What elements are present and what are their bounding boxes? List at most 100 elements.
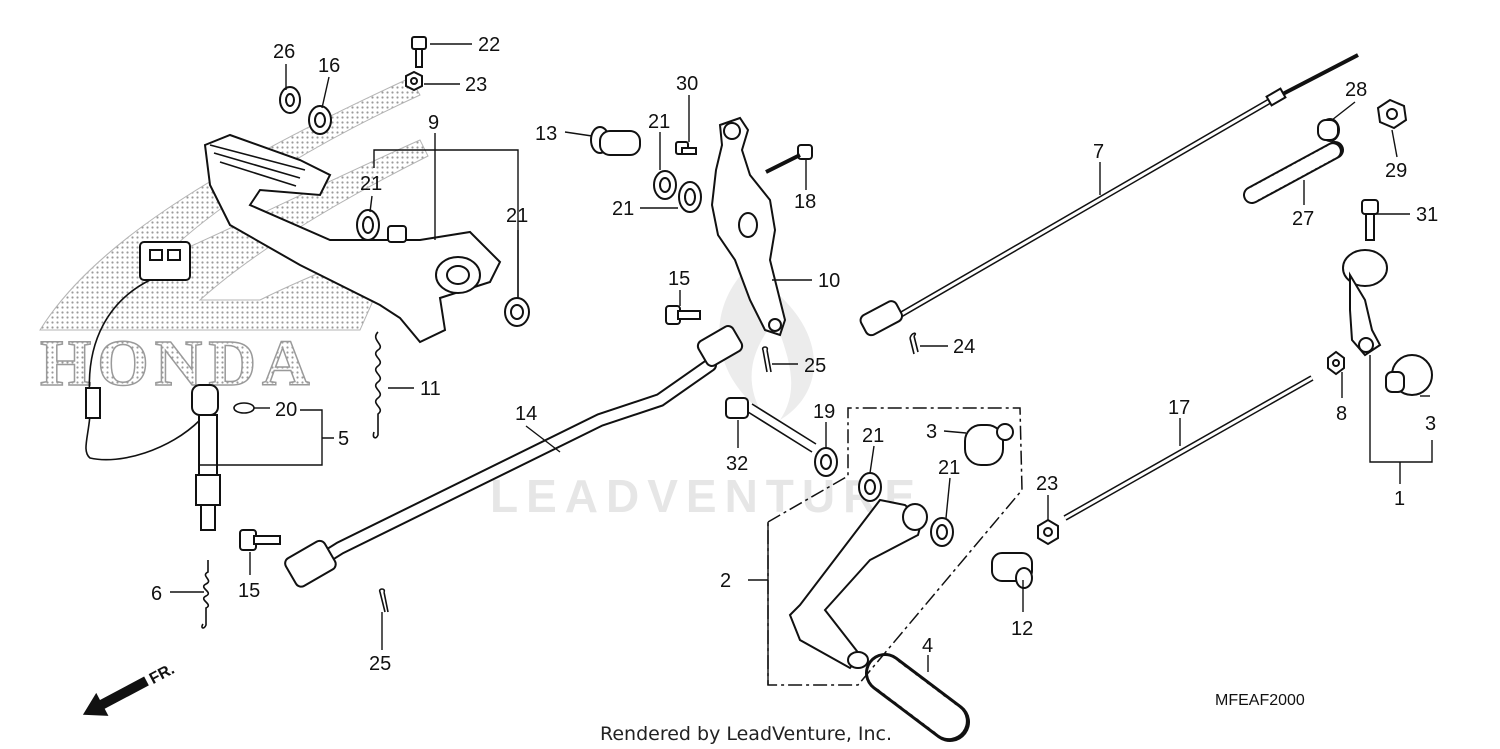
callout-14: 14 [515,403,537,425]
spring-11 [372,331,382,439]
cotter-pin-25-lower [378,588,389,613]
callout-25-lower: 25 [369,653,391,675]
callout-17: 17 [1168,397,1190,419]
rendered-by-footer: Rendered by LeadVenture, Inc. [600,723,892,745]
shift-pedal-2 [788,498,928,670]
bracket-2 [748,522,769,685]
callout-8: 8 [1336,403,1347,425]
bolt-32 [725,397,817,453]
brake-switch-5 [191,384,221,531]
cotter-pin-25-upper [761,346,772,373]
bolt-30 [675,141,697,155]
callout-21-mid-a: 21 [648,111,670,133]
cotter-pin-24 [909,332,919,355]
callout-labels: 26 16 22 23 9 21 21 30 13 21 21 18 7 28 … [151,34,1438,675]
washer-26 [279,86,301,114]
shift-rod-7 [859,53,1359,337]
callout-28: 28 [1345,79,1367,101]
washer-16 [308,105,332,135]
leadventure-watermark: LEADVENTURE [490,470,923,522]
callout-21-low-a: 21 [862,425,884,447]
callout-23-lower: 23 [1036,473,1058,495]
callout-12: 12 [1011,618,1033,640]
brake-pedal-arm [203,133,502,344]
spring-27 [1243,141,1344,204]
front-direction-arrow-icon: FR. [82,661,178,716]
callout-13: 13 [535,123,557,145]
callout-9: 9 [428,112,439,134]
washer-21-mid-b [678,181,702,213]
callout-2: 2 [720,570,731,592]
pin-15-upper [665,305,701,325]
callout-18: 18 [794,191,816,213]
washer-21-low-b [930,517,954,547]
callout-32: 32 [726,453,748,475]
callout-25-upper: 25 [804,355,826,377]
callout-7: 7 [1093,141,1104,163]
callout-23-top: 23 [465,74,487,96]
callout-1: 1 [1394,488,1405,510]
callout-21-right: 21 [506,205,528,227]
bracket-9 [373,133,519,298]
callout-15-upper: 15 [668,268,690,290]
tie-rod-17 [1063,375,1314,521]
callout-29: 29 [1385,160,1407,182]
leader-lines [170,43,1430,672]
callout-11: 11 [420,378,441,400]
callout-3-right: 3 [1425,413,1436,435]
callout-30: 30 [676,73,698,95]
callout-16: 16 [318,55,340,77]
bolt-18 [765,144,813,174]
footpeg-rubber-4 [865,653,970,742]
pivot-bushing-12 [991,552,1033,589]
washer-21-low-a [858,472,882,502]
nut-23-top [405,70,423,92]
sleeve-28 [1317,118,1340,142]
honda-logo-text: HONDA [40,327,316,400]
bracket-1 [1369,355,1433,484]
ball-joint-3-right [1385,354,1433,396]
callout-10: 10 [818,270,840,292]
callout-31: 31 [1416,204,1438,226]
callout-24: 24 [953,336,975,358]
washer-21-mid-a [653,170,677,200]
callout-4: 4 [922,635,933,657]
assembly-2-boundary [767,407,1023,686]
callout-3-center: 3 [926,421,937,443]
callout-21-upper: 21 [360,173,382,195]
nut-29 [1376,98,1408,130]
bolt-22 [411,36,427,68]
honda-wing-logo: HONDA [39,77,429,401]
leadventure-flame-watermark [719,270,814,420]
diagram-code: MFEAF2000 [1215,692,1305,709]
callout-22: 22 [478,34,500,56]
callout-5: 5 [338,428,349,450]
brake-rod-14 [284,325,744,588]
pin-15-left [239,529,281,551]
bolt-13 [590,126,641,156]
callout-6: 6 [151,583,162,605]
bracket-5 [200,409,334,466]
shift-joint-1 [1342,249,1388,357]
callout-15-left: 15 [238,580,260,602]
callout-20: 20 [275,399,297,421]
shift-arm-10 [710,116,787,337]
front-direction-label: FR. [147,661,178,688]
washer-19 [814,447,838,477]
washer-21-right [504,297,530,327]
clip-20 [233,402,255,414]
callout-21-mid-b: 21 [612,198,634,220]
bolt-31 [1361,199,1379,241]
brake-light-switch-wire [85,241,201,461]
nut-23-lower [1037,518,1059,546]
callout-26: 26 [273,41,295,63]
nut-8 [1327,350,1345,376]
washer-21-upper [356,209,380,241]
callout-27: 27 [1292,208,1314,230]
callout-21-low-b: 21 [938,457,960,479]
spring-6 [201,560,210,629]
ball-joint-3-center [964,423,1014,466]
callout-19: 19 [813,401,835,423]
